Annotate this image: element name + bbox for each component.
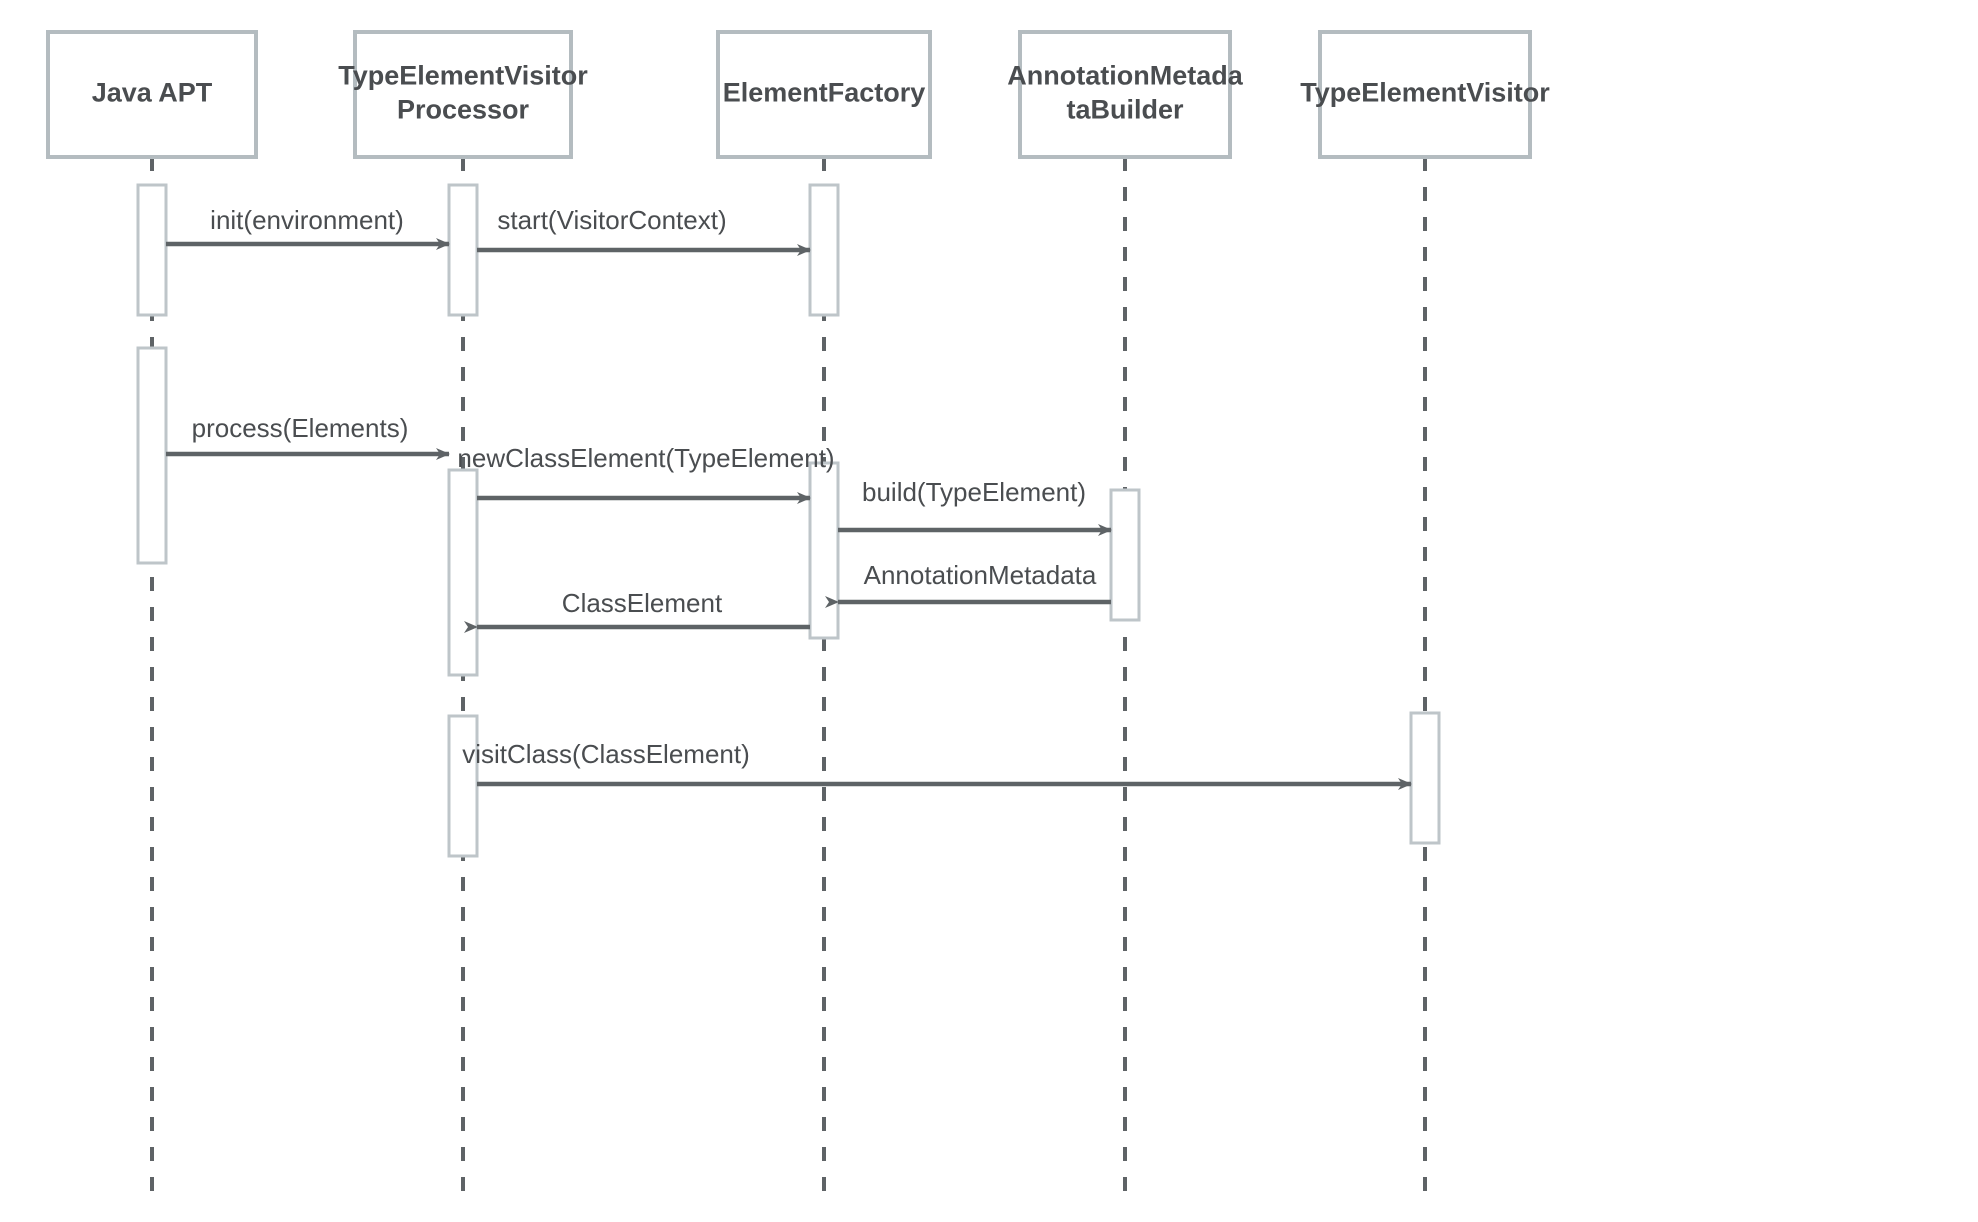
- message-label: visitClass(ClassElement): [462, 739, 750, 769]
- message-label: AnnotationMetadata: [864, 560, 1097, 590]
- message-msg-start: start(VisitorContext): [477, 205, 811, 256]
- message-label: init(environment): [210, 205, 404, 235]
- activation-bar-annotation-metadata-builder: [1109, 488, 1141, 622]
- participant-box[interactable]: [1018, 30, 1232, 159]
- participant-java-apt[interactable]: Java APT: [46, 30, 258, 159]
- message-label: newClassElement(TypeElement): [457, 443, 834, 473]
- participant-label: Java APT: [92, 78, 213, 108]
- activation-bar-java-apt: [136, 346, 168, 565]
- participant-box[interactable]: [46, 30, 258, 159]
- participant-type-element-visitor[interactable]: TypeElementVisitor: [1300, 30, 1550, 159]
- message-label: ClassElement: [562, 588, 723, 618]
- participant-element-factory[interactable]: ElementFactory: [716, 30, 932, 159]
- message-msg-init: init(environment): [166, 205, 450, 250]
- message-msg-visitclass: visitClass(ClassElement): [462, 739, 1412, 790]
- message-msg-build: build(TypeElement): [838, 477, 1112, 536]
- participant-label: ElementFactory: [723, 78, 926, 108]
- message-msg-annotationmetadata: AnnotationMetadata: [825, 560, 1111, 608]
- message-msg-classelement: ClassElement: [464, 588, 810, 633]
- activation-bar-element-factory: [808, 461, 840, 640]
- activation-bar-element-factory: [808, 183, 840, 317]
- activation-bar-type-element-visitor-processor: [447, 714, 479, 858]
- message-msg-process: process(Elements): [166, 413, 450, 460]
- participant-box[interactable]: [353, 30, 573, 159]
- activation-bar-type-element-visitor-processor: [447, 468, 479, 677]
- lifelines-group: [150, 157, 1427, 1196]
- participant-label: TypeElementVisitor: [1300, 78, 1550, 108]
- message-label: build(TypeElement): [862, 477, 1086, 507]
- activation-bars-group: [136, 183, 1441, 858]
- activation-bar-type-element-visitor-processor: [447, 183, 479, 317]
- participant-label: taBuilder: [1066, 95, 1184, 125]
- participant-annotation-metadata-builder[interactable]: AnnotationMetada taBuilder: [1007, 30, 1244, 159]
- messages-group: init(environment) start(VisitorContext) pr…: [166, 205, 1412, 790]
- participant-label: Processor: [397, 95, 530, 125]
- activation-bar-java-apt: [136, 183, 168, 317]
- message-label: start(VisitorContext): [497, 205, 726, 235]
- activation-bar-type-element-visitor: [1409, 711, 1441, 845]
- participant-label: TypeElementVisitor: [338, 61, 588, 91]
- message-label: process(Elements): [192, 413, 409, 443]
- participant-label: AnnotationMetada: [1007, 61, 1243, 91]
- participant-box[interactable]: [1318, 30, 1532, 159]
- message-msg-newclasselement: newClassElement(TypeElement): [457, 443, 835, 504]
- participant-box[interactable]: [716, 30, 932, 159]
